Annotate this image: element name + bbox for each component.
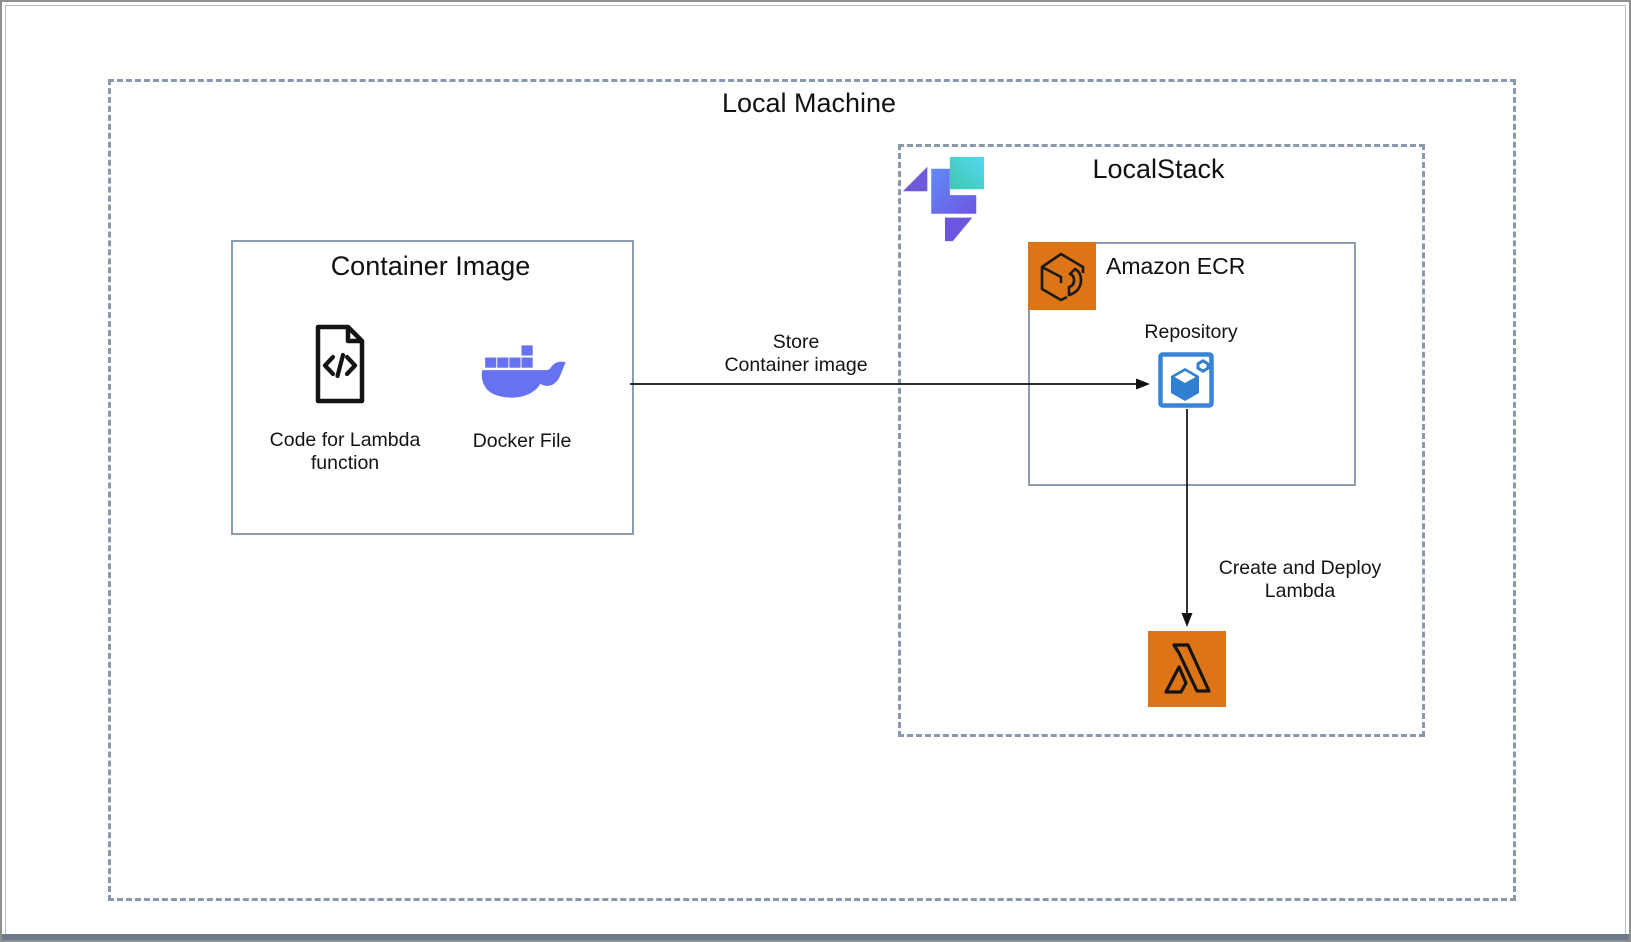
docker-whale-icon [481,345,566,398]
lambda-icon [1148,631,1226,707]
amazon-ecr-icon [1028,242,1096,310]
code-file-icon [315,324,365,404]
code-label-line1: Code for Lambda [269,429,421,451]
localstack-logo-flag [944,217,973,242]
code-for-lambda-label: Code for Lambda function [255,429,435,475]
store-container-image-label: Store Container image [703,331,889,377]
repository-label: Repository [1144,321,1238,343]
ecr-repository-icon [1158,352,1214,408]
localstack-logo [902,156,985,242]
code-label-line2: function [310,452,380,474]
container-image-title: Container Image [330,251,531,281]
localstack-title: LocalStack [1092,154,1225,184]
localstack-group-box [898,144,1425,737]
localstack-logo-triangle [902,166,928,192]
local-machine-group-box [108,79,1516,901]
container-image-box [231,240,634,535]
bottom-scrollbar-strip [2,934,1629,940]
localstack-logo-l-shape [931,168,977,214]
create-deploy-lambda-label: Create and Deploy Lambda [1208,557,1392,603]
store-label-line1: Store [772,331,820,353]
localstack-logo-square [949,156,985,190]
docker-file-label: Docker File [472,430,572,452]
store-label-line2: Container image [724,354,868,376]
deploy-label-line2: Lambda [1264,580,1336,602]
deploy-label-line1: Create and Deploy [1218,557,1382,579]
local-machine-title: Local Machine [721,88,897,118]
amazon-ecr-title: Amazon ECR [1106,253,1246,279]
